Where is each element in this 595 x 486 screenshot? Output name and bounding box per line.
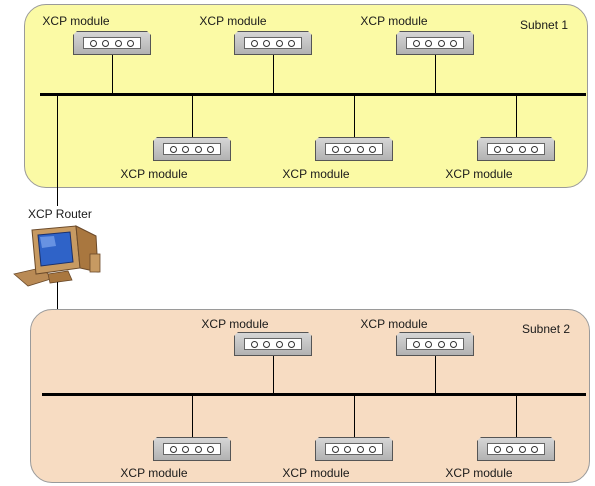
module-connector	[112, 55, 113, 94]
module-connector	[192, 96, 193, 138]
xcp-module[interactable]	[234, 332, 312, 356]
subnet-1-label: Subnet 1	[520, 18, 568, 32]
module-label: XCP module	[360, 14, 427, 28]
module-label: XCP module	[445, 466, 512, 480]
xcp-module[interactable]	[315, 437, 393, 461]
xcp-module[interactable]	[477, 437, 555, 461]
xcp-module[interactable]	[315, 137, 393, 161]
xcp-module[interactable]	[477, 137, 555, 161]
computer-icon[interactable]	[10, 224, 106, 288]
module-label: XCP module	[120, 167, 187, 181]
module-label: XCP module	[199, 14, 266, 28]
router-link-subnet-1	[57, 96, 58, 206]
module-connector	[435, 55, 436, 94]
module-label: XCP module	[120, 466, 187, 480]
module-label: XCP module	[360, 317, 427, 331]
subnet-2-label: Subnet 2	[522, 322, 570, 336]
xcp-module[interactable]	[153, 137, 231, 161]
module-connector	[273, 356, 274, 394]
xcp-module[interactable]	[234, 31, 312, 55]
module-label: XCP module	[42, 14, 109, 28]
module-connector	[192, 396, 193, 438]
xcp-module[interactable]	[73, 31, 151, 55]
subnet-2-bus	[42, 393, 586, 396]
module-connector	[273, 55, 274, 94]
module-connector	[516, 396, 517, 438]
module-label: XCP module	[282, 167, 349, 181]
subnet-1-bus	[40, 93, 586, 96]
xcp-module[interactable]	[396, 332, 474, 356]
module-label: XCP module	[201, 317, 268, 331]
module-connector	[435, 356, 436, 394]
module-connector	[354, 396, 355, 438]
xcp-module[interactable]	[396, 31, 474, 55]
xcp-module[interactable]	[153, 437, 231, 461]
module-label: XCP module	[282, 466, 349, 480]
router-label: XCP Router	[28, 207, 92, 221]
module-connector	[516, 96, 517, 138]
module-connector	[354, 96, 355, 138]
module-label: XCP module	[445, 167, 512, 181]
